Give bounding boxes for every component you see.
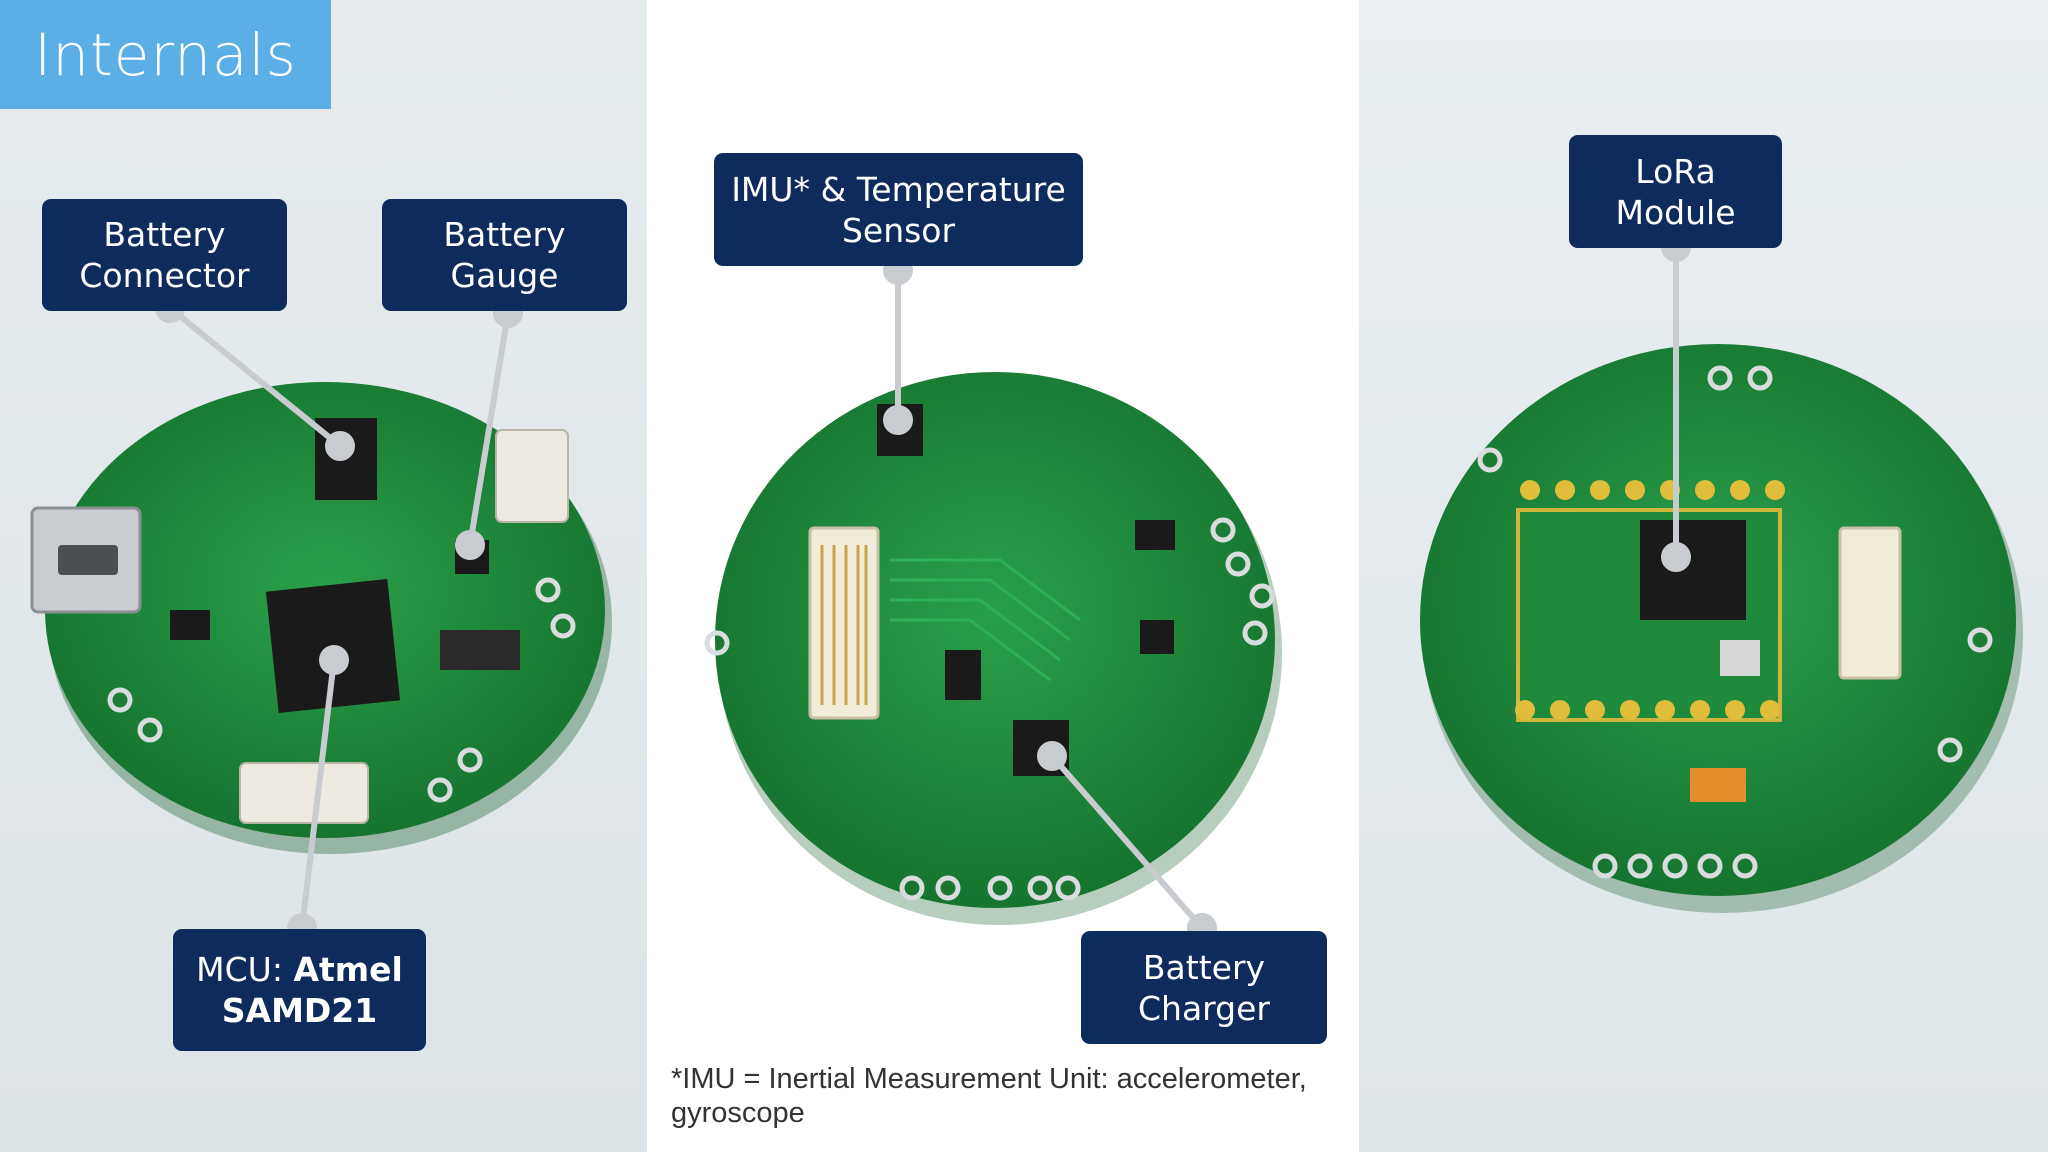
callout-line: IMU* & Temperature (731, 169, 1066, 209)
callout-line: LoRa (1635, 151, 1716, 191)
right-pcb-board (1420, 344, 2023, 913)
imu-temperature-callout: IMU* & Temperature Sensor (714, 153, 1083, 266)
lora-module-callout: LoRa Module (1569, 135, 1782, 248)
callout-line: Connector (79, 256, 250, 295)
footnote-line: *IMU = Inertial Measurement Unit: accele… (671, 1063, 1307, 1095)
callout-line: Gauge (450, 256, 559, 295)
page-title: Internals (0, 0, 331, 109)
footnote-line: gyroscope (671, 1097, 805, 1129)
mcu-model: SAMD21 (221, 991, 378, 1030)
left-pcb-board (30, 382, 612, 854)
middle-pcb-board (704, 372, 1282, 925)
battery-gauge-callout: Battery Gauge (382, 199, 627, 311)
callout-line: Battery (1142, 947, 1266, 987)
callout-line: MCU: Atmel (196, 949, 403, 990)
mcu-prefix: MCU: (196, 950, 294, 989)
battery-charger-callout: Battery Charger (1081, 931, 1327, 1044)
callout-line: Sensor (841, 210, 956, 250)
mcu-vendor: Atmel (293, 950, 403, 989)
callout-line: Module (1615, 192, 1736, 232)
callout-line: Charger (1138, 988, 1270, 1028)
battery-connector-callout: Battery Connector (42, 199, 287, 311)
imu-footnote: *IMU = Inertial Measurement Unit: accele… (671, 1062, 1321, 1130)
callout-line: Battery (443, 215, 566, 254)
callout-line: Battery (103, 215, 226, 254)
mcu-callout: MCU: Atmel SAMD21 (173, 929, 426, 1051)
